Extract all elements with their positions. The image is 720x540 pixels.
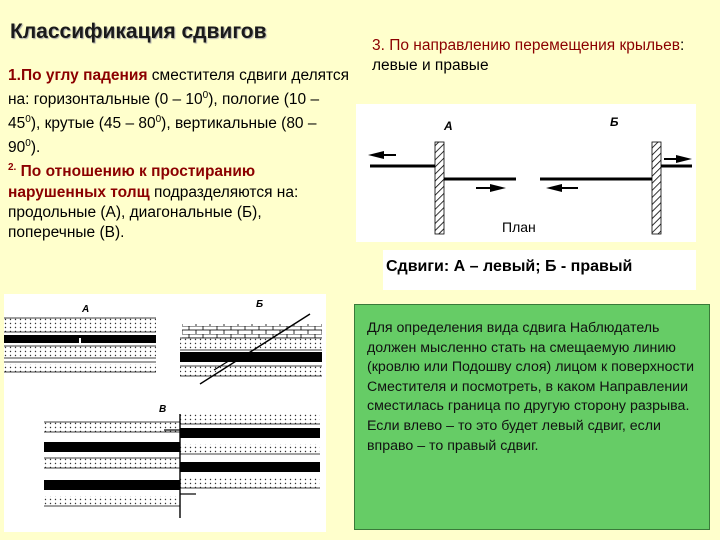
slide-title: Классификация сдвигов xyxy=(10,20,267,43)
note-text: Для определения вида сдвига Наблюдатель … xyxy=(367,320,695,454)
section-label-b: Б xyxy=(256,299,263,310)
section-v xyxy=(44,414,320,518)
plan-label-b: Б xyxy=(610,115,619,129)
arrow-right-icon xyxy=(676,155,692,163)
p3-body: : левые и правые xyxy=(372,37,685,74)
plan-caption: Сдвиги: А – левый; Б - правый xyxy=(386,258,633,275)
p1-body-4: ), вертикальные (80 – 90 xyxy=(8,115,317,157)
section-a xyxy=(4,317,156,373)
plan-label: План xyxy=(502,219,536,235)
caption-box xyxy=(383,250,696,290)
p1-body-3: ), крутые (45 – 80 xyxy=(30,115,156,133)
p2-number: 2. xyxy=(8,162,17,174)
arrow-right-icon xyxy=(490,184,506,192)
p1-heading: По углу падения xyxy=(20,67,148,84)
p1-body: сместителя сдвиги делятся на: горизонтал… xyxy=(8,67,350,109)
section-b xyxy=(180,313,322,385)
p2-body: подразделяются на: продольные (А), диаго… xyxy=(8,183,299,241)
right-heading-block: 3. По направлению перемещения крыльев: л… xyxy=(372,36,717,76)
p1-body-2: ), пологие (10 – 45 xyxy=(8,91,320,133)
p3-heading: . По направлению перемещения крыльев xyxy=(380,37,680,54)
fault-plane-b xyxy=(651,141,662,235)
left-text-block: 1.По углу падения сместителя сдвиги деля… xyxy=(8,66,353,243)
p2-heading: По отношению к простиранию нарушенных то… xyxy=(8,163,256,201)
plan-diagram: А Б План xyxy=(356,104,696,242)
arrow-left-icon xyxy=(546,184,562,192)
p1-body-5: ). xyxy=(30,139,41,157)
p3-number: 3 xyxy=(372,37,381,54)
plan-label-a: А xyxy=(443,119,453,133)
p1-number: 1. xyxy=(8,67,21,84)
section-label-a: А xyxy=(81,304,89,315)
degree-sup: 0 xyxy=(155,114,162,126)
degree-sup: 0 xyxy=(202,90,209,101)
note-box: Для определения вида сдвига Наблюдатель … xyxy=(354,304,710,530)
section-diagram-svg: А Б В xyxy=(4,299,322,518)
section-diagram: А Б В xyxy=(4,294,326,532)
plan-diagram-svg: А Б План xyxy=(368,115,692,235)
degree-sup: 0 xyxy=(25,114,31,126)
arrow-left-icon xyxy=(368,151,384,159)
section-label-v: В xyxy=(159,404,166,415)
degree-sup: 0 xyxy=(25,138,31,150)
fault-plane-a xyxy=(434,141,445,235)
